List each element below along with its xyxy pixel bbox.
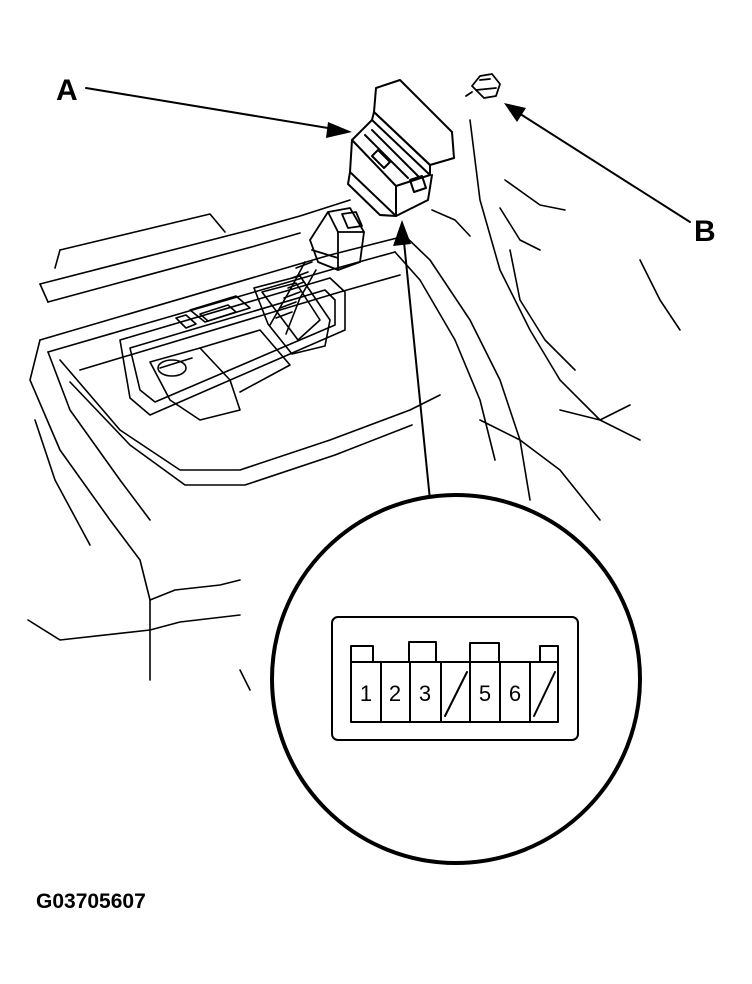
pin-label-1: 1 bbox=[360, 681, 372, 706]
pin-label-3: 3 bbox=[419, 681, 431, 706]
callout-label-b: B bbox=[694, 215, 716, 248]
callout-arrows bbox=[85, 87, 691, 501]
wire-harness bbox=[269, 261, 317, 335]
arrow-head-b bbox=[504, 103, 526, 122]
connector-face bbox=[331, 616, 579, 741]
figure-id: G03705607 bbox=[36, 890, 146, 913]
switch-panel bbox=[119, 275, 346, 421]
empty-cavity-slash bbox=[444, 671, 468, 717]
clip-b bbox=[465, 73, 501, 99]
pin-cell-7 bbox=[529, 661, 559, 723]
arrow-head-a bbox=[326, 122, 352, 138]
empty-cavity-slash bbox=[533, 671, 556, 717]
pin-label-6: 6 bbox=[509, 681, 521, 706]
pin-label-2: 2 bbox=[389, 681, 401, 706]
harness-connector bbox=[309, 207, 365, 271]
pin-label-5: 5 bbox=[479, 681, 491, 706]
switch-a bbox=[347, 79, 455, 217]
callout-label-a: A bbox=[56, 74, 78, 107]
arrow-head-detail bbox=[393, 220, 411, 246]
